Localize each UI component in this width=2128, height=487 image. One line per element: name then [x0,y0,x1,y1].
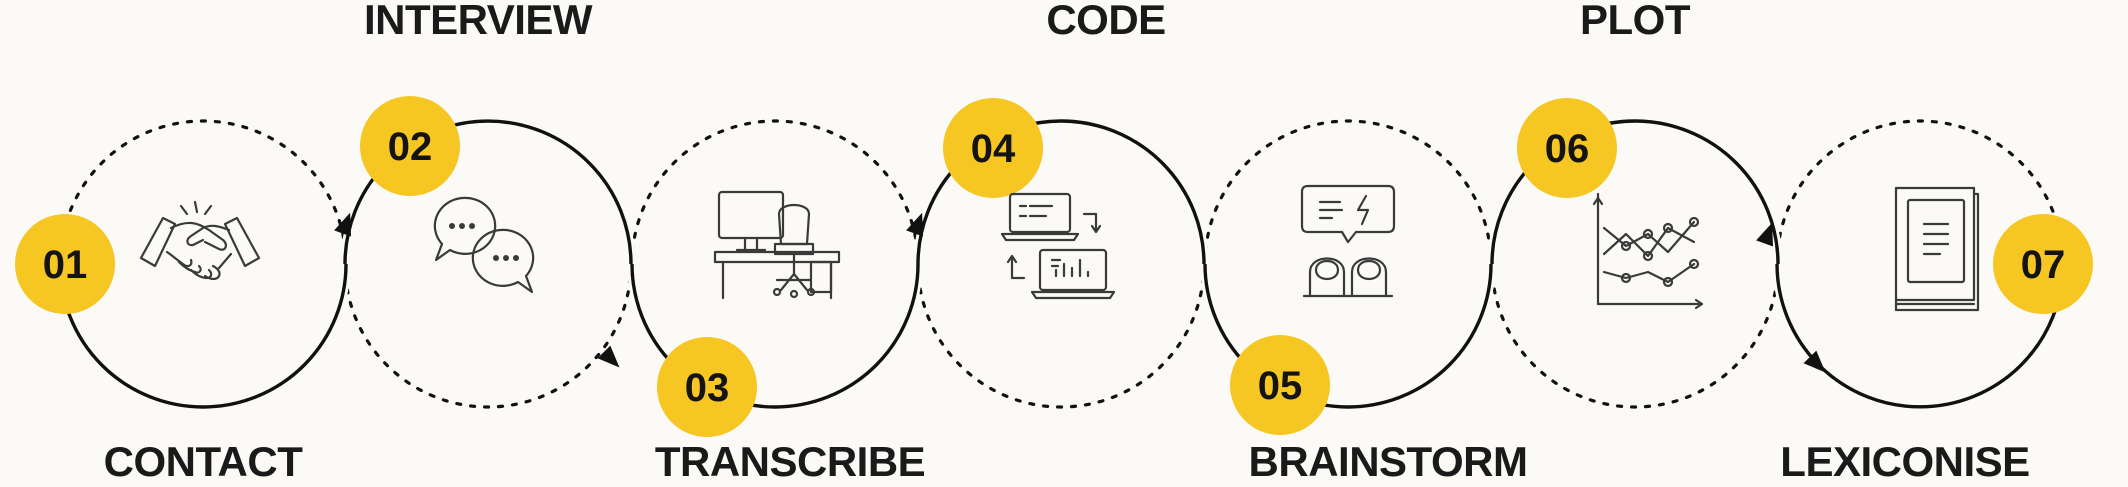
step-label-brainstorm: BRAINSTORM [1249,438,1528,485]
step-label-code: CODE [1046,0,1165,43]
step-label-interview: INTERVIEW [364,0,593,43]
label-group: CONTACT INTERVIEW TRANSCRIBE CODE BRAINSTORM… [104,0,2031,485]
badge-group: 01 02 03 04 05 06 07 [15,96,2093,437]
arc-solid-2 [343,119,633,265]
step-badge-07: 07 [1993,214,2093,314]
badge-circle [657,337,757,437]
badge-number: 01 [43,243,88,287]
badge-number: 07 [2021,243,2066,287]
badge-number: 02 [388,125,433,169]
arc-solid-4 [916,119,1206,265]
arc-solid-1 [58,263,348,409]
arrowhead-3 [906,212,924,237]
arrowhead-shape [1756,222,1774,247]
badge-circle [360,96,460,196]
badge-circle [15,214,115,314]
step-badge-06: 06 [1517,98,1617,198]
arrowhead-1 [334,212,352,237]
arc-solid-6 [1490,119,1780,265]
badge-circle [1230,335,1330,435]
step-label-contact: CONTACT [104,438,304,485]
chat-bubbles-icon [433,196,535,294]
step-badge-02: 02 [360,96,460,196]
step-label-transcribe: TRANSCRIBE [655,438,925,485]
arrowhead-shape [1803,350,1826,373]
arc-solid-7 [1775,263,2065,409]
arc-solid-3 [630,263,920,409]
step-badge-03: 03 [657,337,757,437]
step-badge-05: 05 [1230,335,1330,435]
badge-number: 05 [1258,364,1303,408]
badge-circle [943,98,1043,198]
step-label-lexiconise: LEXICONISE [1780,438,2029,485]
step-badge-01: 01 [15,214,115,314]
arrowhead-shape [906,212,924,237]
badge-circle [1993,214,2093,314]
step-label-plot: PLOT [1580,0,1691,43]
arrowhead-4 [1756,222,1774,247]
badge-number: 03 [685,366,730,410]
desk-workstation-icon [713,190,841,300]
arrowhead-shape [334,212,352,237]
badge-number: 04 [971,127,1016,171]
badge-circle [1517,98,1617,198]
handshake-icon [139,200,261,281]
arc-solid-5 [1203,263,1493,409]
arrowhead-5 [1803,350,1826,373]
laptops-exchange-icon [1000,192,1116,300]
arrowhead-2 [597,345,620,368]
badge-number: 06 [1545,127,1590,171]
line-plot-icon [1592,192,1704,310]
people-discussion-icon [1300,184,1396,298]
book-icon [1894,186,1980,312]
step-badge-04: 04 [943,98,1043,198]
connector-group [55,116,2068,412]
arrowhead-shape [597,345,620,368]
